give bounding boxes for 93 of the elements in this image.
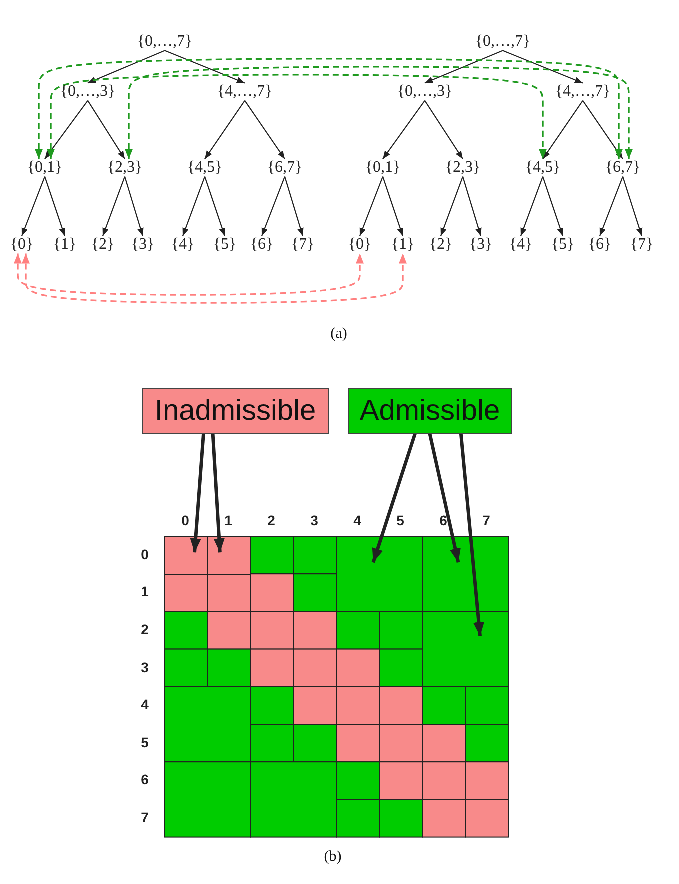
matrix-block bbox=[207, 536, 251, 575]
matrix-index: 4 bbox=[141, 698, 149, 713]
arrow bbox=[542, 176, 564, 236]
arrow bbox=[204, 100, 246, 160]
arrow bbox=[382, 176, 404, 236]
matrix-index: 3 bbox=[310, 513, 318, 529]
set-label: {0,…,3} bbox=[397, 83, 453, 101]
arrow bbox=[542, 100, 584, 160]
arrow bbox=[284, 176, 304, 236]
matrix-index: 1 bbox=[141, 584, 149, 600]
matrix-index: 6 bbox=[141, 772, 149, 788]
matrix-index: 1 bbox=[224, 513, 232, 529]
dashed-curved-arrow bbox=[35, 58, 623, 160]
set-label: {3} bbox=[469, 236, 493, 254]
set-label: {6,7} bbox=[267, 159, 303, 177]
arrow bbox=[102, 176, 126, 236]
dashed-curved-arrow bbox=[125, 66, 633, 160]
set-label: {1} bbox=[391, 236, 415, 254]
set-label: {6,7} bbox=[605, 159, 641, 177]
set-label: {0} bbox=[10, 236, 34, 254]
arrow bbox=[244, 100, 286, 160]
arrow bbox=[21, 176, 46, 236]
set-label: {4} bbox=[509, 236, 533, 254]
matrix-block bbox=[422, 536, 509, 612]
matrix-index: 6 bbox=[440, 513, 448, 529]
set-label: {2} bbox=[429, 236, 453, 254]
set-label: {4,…,7} bbox=[555, 83, 611, 101]
set-label: {4,…,7} bbox=[217, 83, 273, 101]
matrix-index: 0 bbox=[141, 547, 149, 562]
arrow bbox=[440, 176, 464, 236]
leader-arrow bbox=[372, 433, 417, 564]
set-label: {0} bbox=[348, 236, 372, 254]
arrow bbox=[88, 100, 126, 160]
matrix-block bbox=[336, 536, 423, 612]
matrix-block bbox=[422, 611, 509, 688]
set-label: {0,1} bbox=[27, 159, 63, 177]
set-label: {5} bbox=[551, 236, 575, 254]
arrow bbox=[44, 100, 88, 160]
arrow bbox=[88, 50, 166, 84]
matrix-index: 3 bbox=[141, 660, 149, 676]
arrow bbox=[599, 176, 624, 236]
arrow bbox=[182, 176, 206, 236]
arrow bbox=[44, 176, 66, 236]
leader-arrow bbox=[459, 434, 485, 636]
matrix-index: 7 bbox=[141, 810, 149, 826]
set-label: {5} bbox=[213, 236, 237, 254]
leader-arrow bbox=[190, 434, 206, 553]
set-label: {4,5} bbox=[187, 159, 223, 177]
set-label: {0,…,7} bbox=[137, 33, 193, 51]
arrow bbox=[622, 176, 643, 236]
matrix-index: 5 bbox=[141, 735, 149, 750]
set-label: {7} bbox=[630, 236, 654, 254]
arrow bbox=[124, 176, 144, 236]
matrix-index: 2 bbox=[141, 622, 149, 638]
matrix-block bbox=[164, 536, 208, 575]
set-label: {2,3} bbox=[107, 159, 143, 177]
dashed-curved-arrow bbox=[22, 254, 407, 304]
category-box: Admissible bbox=[348, 388, 512, 434]
set-label: {0,…,7} bbox=[475, 33, 531, 51]
arrow bbox=[424, 50, 504, 84]
set-label: {7} bbox=[291, 236, 315, 254]
set-label: {2} bbox=[91, 236, 115, 254]
arrow bbox=[382, 100, 426, 160]
set-label: {3} bbox=[131, 236, 155, 254]
arrow bbox=[582, 100, 624, 160]
panel-caption: (a) bbox=[330, 326, 348, 342]
set-label: {4} bbox=[171, 236, 195, 254]
dashed-curved-arrow bbox=[14, 254, 364, 296]
matrix-index: 7 bbox=[482, 513, 490, 529]
leader-arrow bbox=[211, 434, 225, 553]
arrow bbox=[462, 176, 482, 236]
category-box: Inadmissible bbox=[142, 388, 329, 434]
leader-arrow bbox=[428, 434, 461, 564]
set-label: {6} bbox=[588, 236, 612, 254]
set-label: {0,…,3} bbox=[60, 83, 116, 101]
dashed-curved-arrow bbox=[47, 74, 547, 160]
matrix-index: 0 bbox=[182, 513, 190, 529]
set-label: {0,1} bbox=[365, 159, 401, 177]
set-label: {1} bbox=[53, 236, 77, 254]
matrix-index: 5 bbox=[396, 513, 404, 529]
arrow bbox=[204, 176, 226, 236]
arrow bbox=[520, 176, 544, 236]
panel-caption: (b) bbox=[324, 848, 342, 866]
matrix-index: 4 bbox=[354, 513, 362, 529]
matrix-index: 2 bbox=[268, 513, 276, 529]
set-label: {6} bbox=[250, 236, 274, 254]
arrow bbox=[502, 50, 584, 84]
arrow bbox=[359, 176, 384, 236]
arrow bbox=[424, 100, 464, 160]
arrow bbox=[164, 50, 246, 84]
set-label: {4,5} bbox=[525, 159, 561, 177]
set-label: {2,3} bbox=[445, 159, 481, 177]
arrow bbox=[261, 176, 286, 236]
